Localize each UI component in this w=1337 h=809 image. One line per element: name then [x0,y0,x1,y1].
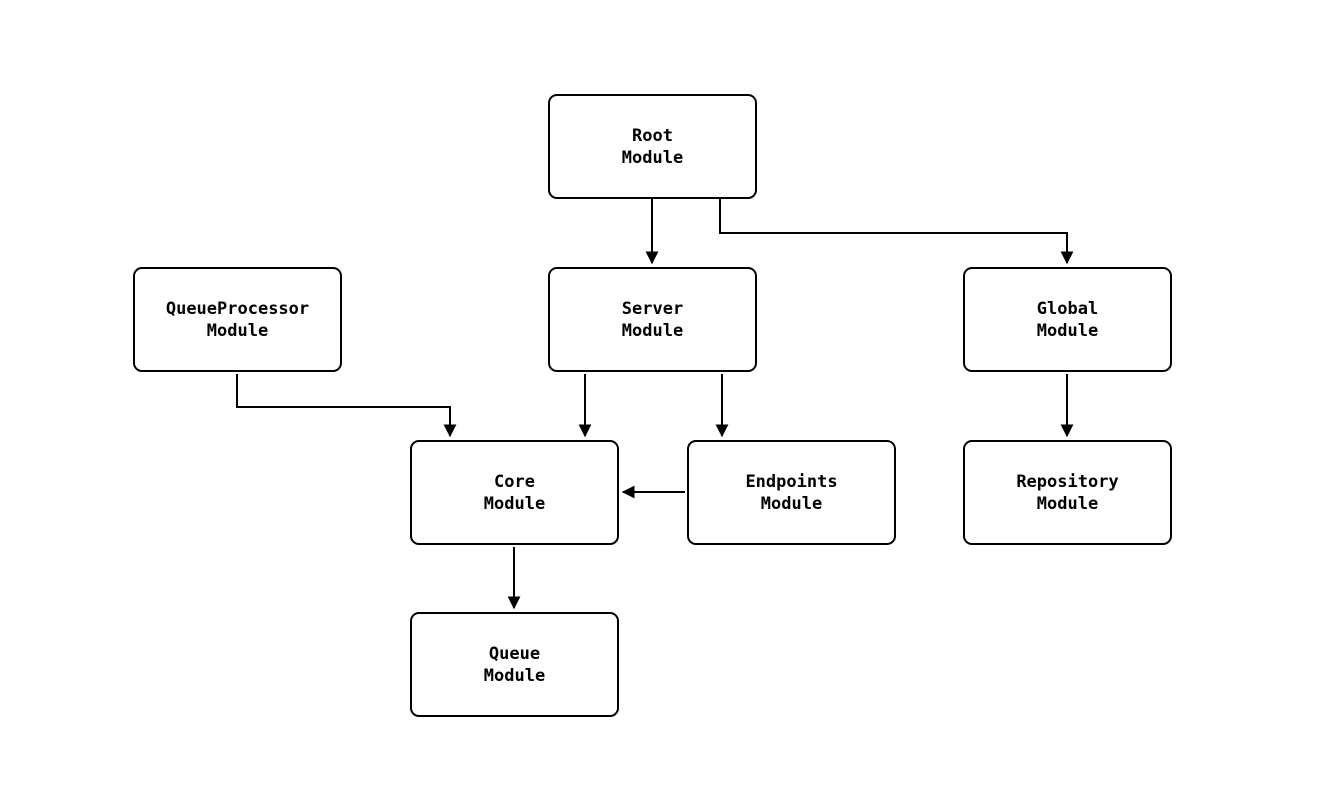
node-label-line1: Server [621,298,684,319]
node-label-line2: Module [760,493,823,514]
node-label-line2: Module [621,320,684,341]
node-label-line1: Root [632,125,673,146]
node-label-line1: Endpoints [745,471,838,492]
edge-queueprocessor-to-core [236,374,457,438]
node-label-line2: Module [1036,320,1099,341]
node-label-line2: Module [621,147,684,168]
node-global-module: Global Module [963,267,1172,372]
node-label-line1: QueueProcessor [165,298,310,319]
edge-root-to-global [719,199,1074,265]
node-label-line2: Module [483,665,546,686]
node-label-line1: Global [1036,298,1099,319]
node-label-line2: Module [1036,493,1099,514]
node-endpoints-module: Endpoints Module [687,440,896,545]
node-queue-module: Queue Module [410,612,619,717]
node-label-line2: Module [206,320,269,341]
node-core-module: Core Module [410,440,619,545]
node-label-line2: Module [483,493,546,514]
node-label-line1: Repository [1016,471,1119,492]
node-label-line1: Core [494,471,535,492]
node-repository-module: Repository Module [963,440,1172,545]
node-server-module: Server Module [548,267,757,372]
node-root-module: Root Module [548,94,757,199]
node-label-line1: Queue [488,643,541,664]
node-queueprocessor-module: QueueProcessor Module [133,267,342,372]
